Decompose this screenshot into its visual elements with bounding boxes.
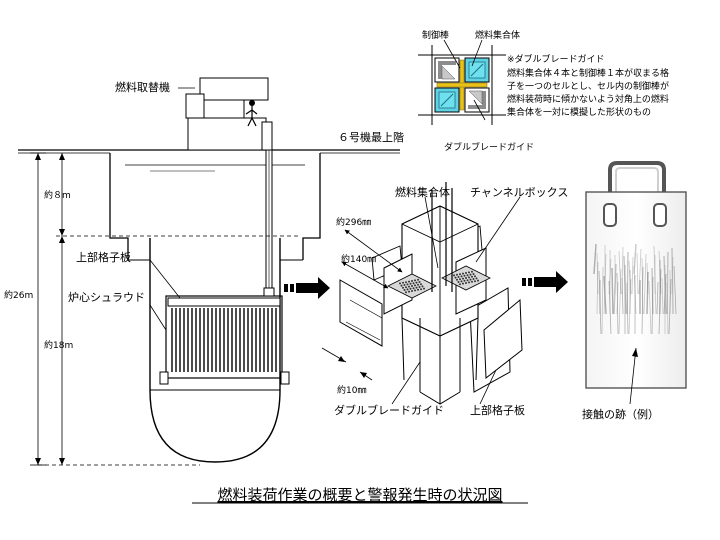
fuel-rod-dots [399,270,479,294]
contact-mark-panel: 接触の跡（例） [582,161,687,421]
detail-label-dim-10: 約10㎜ [337,384,366,396]
label-depth-26m: 約26m [4,289,33,301]
contact-scratch-mark [593,243,677,335]
operator-figure [249,100,255,106]
detail-label-dim-296: 約296㎜ [336,216,371,228]
detail-label-channel-box: チャンネルボックス [470,186,568,199]
reactor-pool [109,153,321,260]
reactor-section: 燃料取替機 ６号機最上階 上部格子板 炉心シュラウド 約８m 約26m 約18m [4,77,404,466]
detail-label-dim-140: 約140㎜ [341,253,376,265]
inset-label-control-rod: 制御棒 [422,29,449,41]
inset-label-fuel-assembly: 燃料集合体 [475,29,520,41]
cell-inset: 制御棒 燃料集合体 ※ダブルブレードガイド 燃料集合体４本と制御棒１本が収まる格… [418,29,669,153]
label-top-floor: ６号機最上階 [338,130,404,144]
detail-label-fuel-assembly: 燃料集合体 [395,185,450,199]
dimension-lines [30,152,300,466]
inset-control-rod [436,59,488,111]
inset-note-title: ※ダブルブレードガイド [507,53,605,65]
label-depth-8m: 約８m [44,189,71,201]
flow-arrow-left [284,277,330,299]
reactor-vessel [149,238,281,463]
detail-isometric: 燃料集合体 チャンネルボックス 約296㎜ 約140㎜ 約10㎜ ダブルブレード… [321,182,568,417]
detail-grid-plate-far-right [483,298,523,379]
core-shroud [165,295,283,379]
fuel-rods [171,308,277,372]
label-refueling-machine: 燃料取替機 [115,80,170,94]
detail-label-upper-grid-plate: 上部格子板 [470,403,525,417]
upper-grid-plate [167,297,281,307]
label-depth-18m: 約18m [44,339,73,351]
label-core-shroud: 炉心シュラウド [68,291,145,304]
refueling-machine [185,77,275,297]
inset-note-line-4: 集合体を一対に模擬した形状のもの [507,106,651,118]
inset-note-line-3: 燃料装荷時に傾かないよう対角上の燃料 [507,93,669,105]
detail-grid-plate-left [339,279,383,347]
flow-arrow-right [522,271,568,293]
detail-label-double-blade-guide: ダブルブレードガイド [334,403,444,417]
inset-note-line-2: 子を一つのセルとし、セル内の制御棒が [507,80,669,92]
inset-note-line-1: 燃料集合体４本と制御棒１本が収まる格 [507,67,669,79]
label-contact-mark: 接触の跡（例） [582,407,659,421]
channel-box-handle [608,161,666,194]
figure-caption: 燃料装荷作業の概要と警報発生時の状況図 [217,486,502,504]
inset-label-guide: ダブルブレードガイド [444,141,534,153]
label-upper-grid-plate-left: 上部格子板 [76,250,131,264]
